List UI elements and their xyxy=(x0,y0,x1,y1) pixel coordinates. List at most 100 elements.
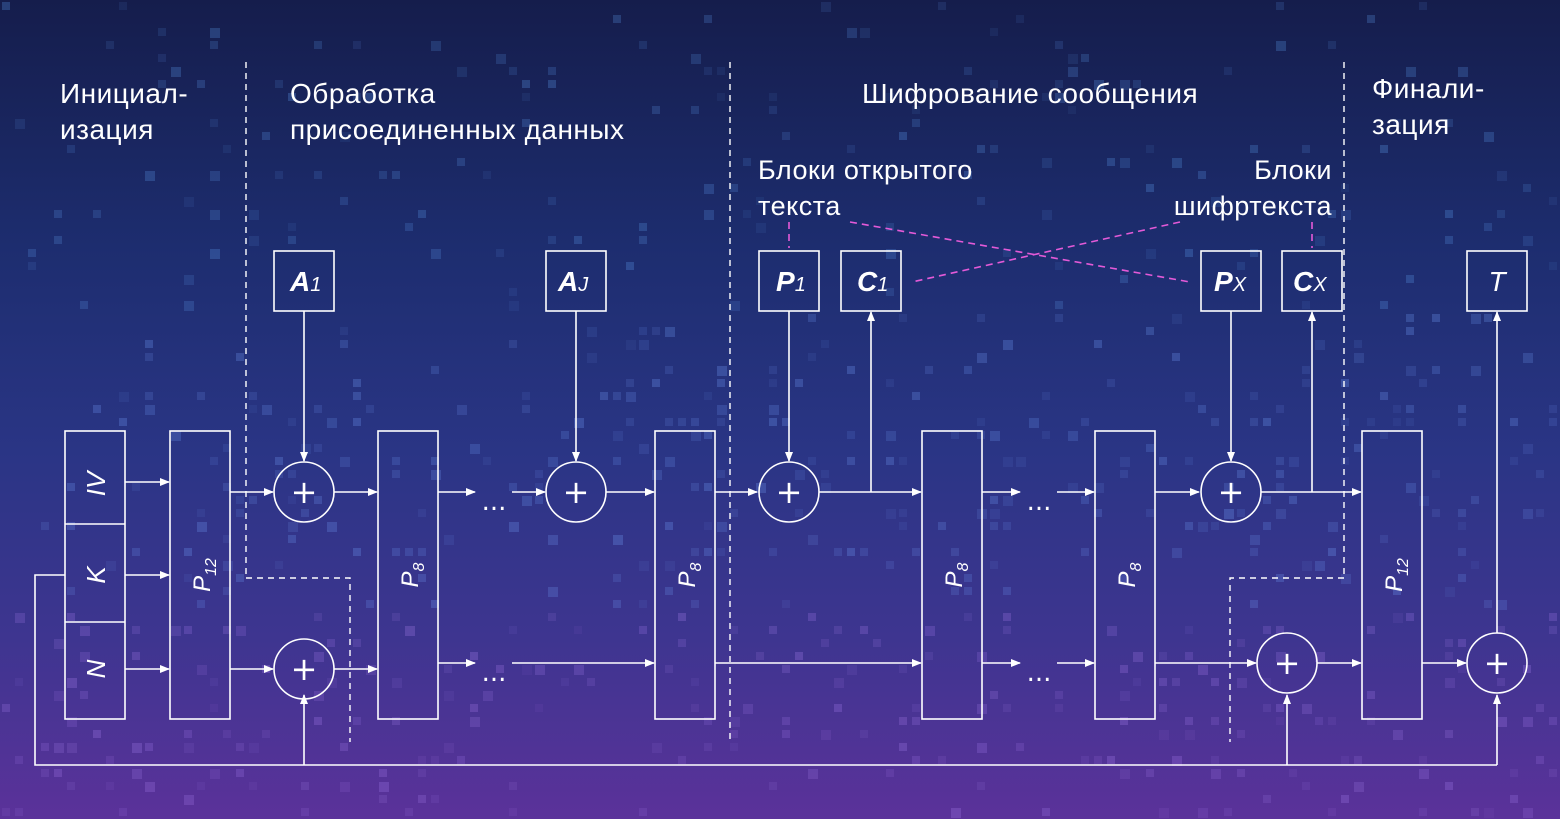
bg-pixel xyxy=(665,366,673,374)
bg-pixel xyxy=(899,665,907,673)
bg-pixel xyxy=(340,340,348,348)
bg-pixel xyxy=(951,587,959,595)
bg-pixel xyxy=(1471,314,1481,324)
bg-pixel xyxy=(54,769,62,777)
bg-pixel xyxy=(158,28,166,36)
bg-pixel xyxy=(691,548,699,556)
bg-pixel xyxy=(184,548,192,556)
bg-pixel xyxy=(1536,704,1544,712)
bg-pixel xyxy=(67,145,75,153)
bg-pixel xyxy=(1536,756,1544,764)
bg-pixel xyxy=(1549,262,1557,270)
bg-pixel xyxy=(1016,15,1024,23)
bg-pixel xyxy=(1081,418,1089,426)
bg-pixel xyxy=(470,652,478,660)
bg-pixel xyxy=(1367,418,1375,426)
bg-pixel xyxy=(938,2,946,10)
bg-pixel xyxy=(1094,509,1102,517)
bg-pixel xyxy=(184,743,194,753)
bg-pixel xyxy=(366,405,374,413)
bg-pixel xyxy=(418,574,426,582)
bg-pixel xyxy=(782,600,790,608)
p12-init-label: P12 xyxy=(189,558,220,592)
bg-pixel xyxy=(327,522,337,532)
bg-pixel xyxy=(171,67,181,77)
bg-pixel xyxy=(301,509,309,517)
bg-pixel xyxy=(886,769,894,777)
bg-pixel xyxy=(15,613,25,623)
bg-pixel xyxy=(730,730,738,738)
bg-pixel xyxy=(1523,509,1533,519)
bg-pixel xyxy=(379,171,387,179)
bg-pixel xyxy=(392,171,400,179)
bg-pixel xyxy=(483,171,491,179)
bg-pixel xyxy=(665,665,673,673)
bg-pixel xyxy=(522,93,530,101)
bg-pixel xyxy=(1159,730,1169,740)
bg-pixel xyxy=(210,457,218,465)
bg-pixel xyxy=(847,665,857,675)
bg-pixel xyxy=(54,691,64,701)
bg-pixel xyxy=(860,626,868,634)
bg-pixel xyxy=(288,93,296,101)
bg-pixel xyxy=(665,327,675,337)
bg-pixel xyxy=(1328,41,1336,49)
bg-pixel xyxy=(145,743,153,751)
bg-pixel xyxy=(132,769,142,779)
bg-pixel xyxy=(756,483,766,493)
bg-pixel xyxy=(639,808,647,816)
bg-pixel xyxy=(1484,600,1492,608)
bg-pixel xyxy=(509,301,519,311)
bg-pixel xyxy=(730,743,738,751)
section-title-init: Инициал- изация xyxy=(60,78,189,145)
bg-pixel xyxy=(1471,561,1479,569)
bg-pixel xyxy=(496,249,504,257)
tag-block xyxy=(1466,250,1528,312)
bg-pixel xyxy=(990,691,998,699)
bg-pixel xyxy=(639,444,649,454)
bg-pixel xyxy=(1445,652,1453,660)
bg-pixel xyxy=(587,353,597,363)
bg-pixel xyxy=(418,756,426,764)
bg-pixel xyxy=(1042,93,1050,101)
bg-pixel xyxy=(197,80,205,88)
bg-pixel xyxy=(1185,249,1193,257)
bg-pixel xyxy=(2,808,10,816)
bg-pixel xyxy=(899,743,907,751)
bg-pixel xyxy=(418,548,426,556)
bg-pixel xyxy=(678,639,686,647)
bg-pixel xyxy=(509,340,517,348)
ellipsis-assoc-bottom: ... xyxy=(482,658,507,688)
bg-pixel xyxy=(145,782,155,792)
bg-pixel xyxy=(1003,704,1011,712)
bg-pixel xyxy=(1458,548,1466,556)
p8-encrypt-1-label: P8 xyxy=(941,562,972,587)
bg-pixel xyxy=(171,431,181,441)
bg-pixel xyxy=(665,457,675,467)
bg-pixel xyxy=(1536,509,1544,517)
bg-pixel xyxy=(886,93,894,101)
bg-pixel xyxy=(301,444,311,454)
bg-pixel xyxy=(834,626,842,634)
bg-pixel xyxy=(470,444,480,454)
bg-pixel xyxy=(1055,93,1065,103)
bg-pixel xyxy=(678,418,686,426)
bg-pixel xyxy=(431,366,439,374)
bg-pixel xyxy=(704,67,712,75)
bg-pixel xyxy=(1237,678,1247,688)
bg-pixel xyxy=(236,496,244,504)
bg-pixel xyxy=(1172,756,1182,766)
bg-pixel xyxy=(704,15,712,23)
bg-pixel xyxy=(1250,548,1258,556)
bg-pixel xyxy=(1445,639,1453,647)
bg-pixel xyxy=(587,327,597,337)
bg-pixel xyxy=(1250,535,1260,545)
bg-pixel xyxy=(1328,522,1338,532)
bg-pixel xyxy=(1172,548,1182,558)
bg-pixel xyxy=(41,769,49,777)
bg-pixel xyxy=(353,93,361,101)
bg-pixel xyxy=(379,769,387,777)
bg-pixel xyxy=(1497,717,1507,727)
bg-pixel xyxy=(990,509,1000,519)
bg-pixel xyxy=(1549,418,1557,426)
